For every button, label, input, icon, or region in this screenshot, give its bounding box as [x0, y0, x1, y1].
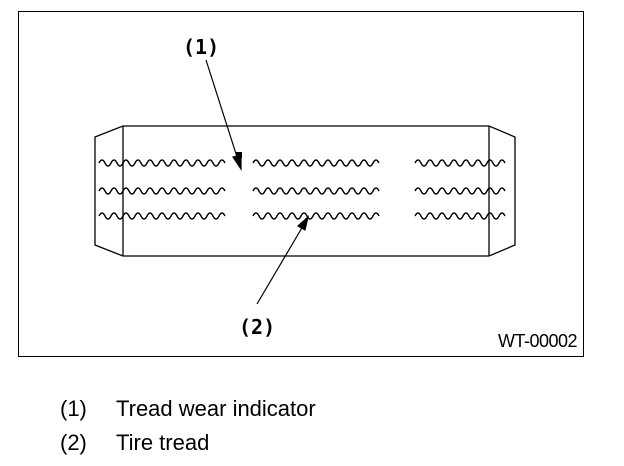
legend: (1) Tread wear indicator (2) Tire tread: [60, 392, 316, 460]
figure-frame: (1) (2) WT-00002: [18, 11, 584, 357]
legend-item: (1) Tread wear indicator: [60, 392, 316, 426]
tread-groove-line: [414, 212, 506, 220]
tread-groove-line: [414, 159, 506, 167]
callout-1-arrow: [205, 59, 242, 171]
tire-tread-diagram: (1) (2): [94, 35, 516, 339]
legend-text: Tire tread: [116, 430, 210, 455]
figure-id-label: WT-00002: [497, 331, 578, 351]
legend-number: (1): [60, 396, 87, 421]
tread-wear-indicator: [236, 152, 242, 158]
tread-groove-line: [252, 159, 380, 167]
callout-2-label: (2): [239, 315, 275, 339]
tread-groove-line: [252, 187, 380, 195]
legend-item: (2) Tire tread: [60, 426, 316, 460]
callout-2-arrow: [256, 215, 310, 305]
callout-1-label: (1): [183, 35, 219, 59]
tire-outline: [94, 125, 516, 257]
tread-groove-line: [98, 187, 226, 195]
legend-number: (2): [60, 430, 87, 455]
legend-text: Tread wear indicator: [116, 396, 316, 421]
tire-tread: [98, 159, 506, 220]
tread-groove-line: [252, 212, 380, 220]
tread-groove-line: [98, 212, 226, 220]
tread-groove-line: [414, 187, 506, 195]
tread-groove-line: [98, 159, 226, 167]
